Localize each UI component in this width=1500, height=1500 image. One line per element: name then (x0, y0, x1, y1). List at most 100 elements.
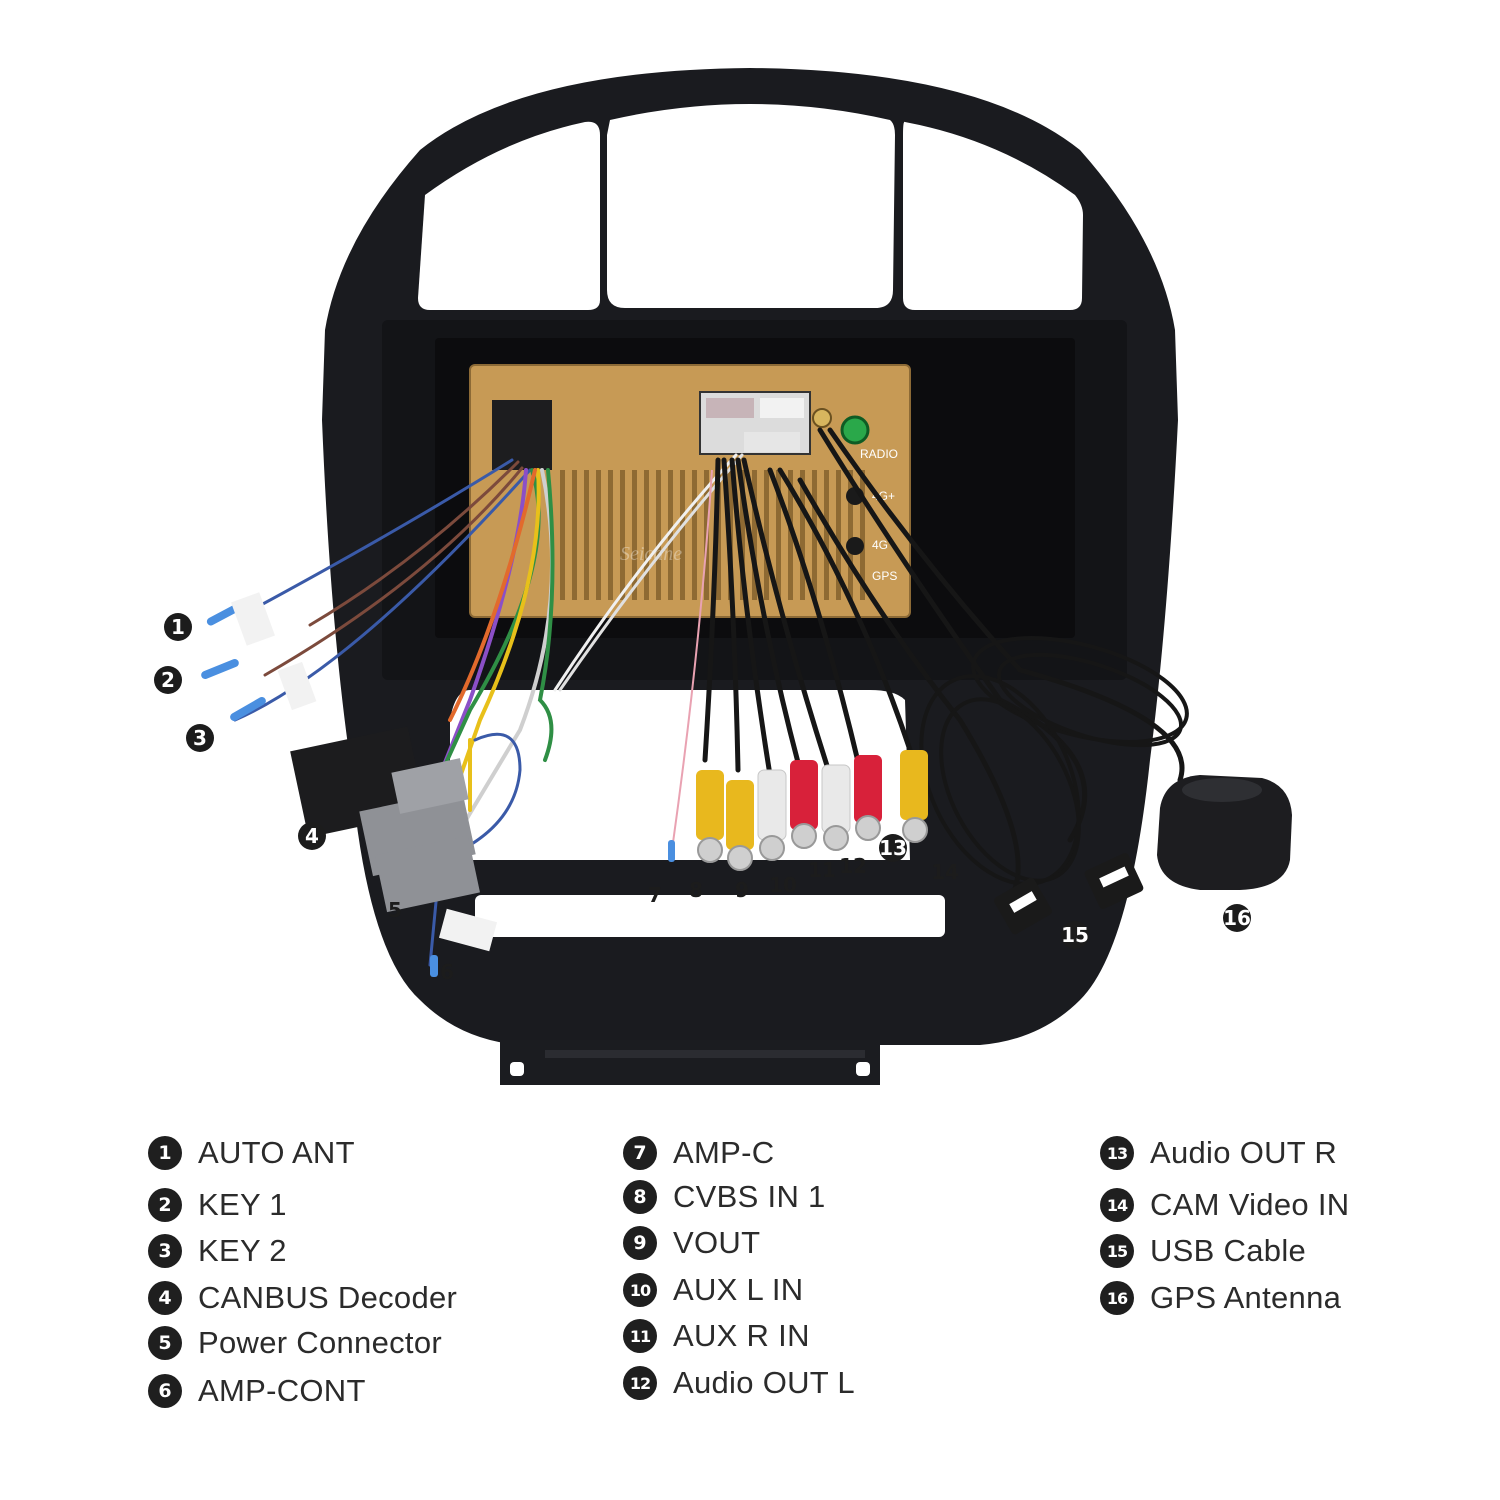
legend-label: Audio OUT R (1150, 1135, 1338, 1170)
callout-badge (1061, 921, 1089, 949)
callout-16: 16 (1223, 904, 1251, 932)
callout-9: 9 (735, 878, 749, 902)
legend-number-badge: 12 (623, 1366, 657, 1400)
callout-3: 3 (186, 724, 214, 752)
legend-label: KEY 2 (198, 1233, 287, 1268)
cooling-fin (632, 470, 637, 600)
gps-antenna-port (812, 408, 832, 428)
cooling-fin (656, 470, 661, 600)
callout-11: 11 (808, 858, 836, 882)
callout-number: 16 (1223, 906, 1251, 930)
legend-item-6: 6 AMP-CONT (148, 1373, 366, 1409)
legend-item-12: 12 Audio OUT L (623, 1365, 855, 1401)
callout-12: 12 (839, 854, 867, 878)
vent-opening-center (607, 104, 895, 308)
legend-number-badge: 15 (1100, 1234, 1134, 1268)
cooling-fin (560, 470, 565, 600)
cooling-fin (860, 470, 865, 600)
callout-number: 9 (735, 878, 749, 902)
legend-item-8: 8 CVBS IN 1 (623, 1179, 826, 1215)
legend-label: CAM Video IN (1150, 1187, 1350, 1222)
legend-number-badge: 3 (148, 1234, 182, 1268)
legend-number-badge: 10 (623, 1273, 657, 1307)
radio-port-label: RADIO (860, 447, 898, 461)
cooling-fin (572, 470, 577, 600)
callout-number: 14 (931, 860, 959, 884)
callout-13: 13 (879, 834, 907, 862)
rca-plugs (696, 750, 928, 871)
legend-number-badge: 11 (623, 1319, 657, 1353)
legend-label: CANBUS Decoder (198, 1280, 458, 1315)
callout-number: 5 (388, 898, 402, 922)
cooling-fin (680, 470, 685, 600)
callout-5: 5 (388, 898, 402, 922)
callout-8: 8 (689, 878, 703, 902)
gps-port-label: GPS (872, 569, 897, 583)
legend-label: VOUT (673, 1225, 761, 1260)
cooling-fin (836, 470, 841, 600)
cooling-fin (764, 470, 769, 600)
cooling-fin (848, 470, 853, 600)
power-harness-socket (492, 400, 552, 470)
legend-label: AMP-C (673, 1135, 775, 1170)
callout-2: 2 (154, 666, 182, 694)
callout-number: 4 (305, 824, 319, 848)
callout-number: 6 (440, 960, 454, 984)
legend-label: CVBS IN 1 (673, 1179, 826, 1214)
legend-label: AUTO ANT (198, 1135, 355, 1170)
cooling-fin (644, 470, 649, 600)
legend-label: AUX R IN (673, 1318, 810, 1353)
callout-number: 15 (1061, 923, 1089, 947)
legend-label: Power Connector (198, 1325, 443, 1360)
legend-number-badge: 8 (623, 1180, 657, 1214)
legend-number-badge: 16 (1100, 1281, 1134, 1315)
legend-item-2: 2 KEY 1 (148, 1187, 287, 1223)
cooling-fin (584, 470, 589, 600)
4g-port-label: 4G (872, 538, 888, 552)
cooling-fin (668, 470, 673, 600)
callout-4: 4 (298, 822, 326, 850)
legend-number-badge: 6 (148, 1374, 182, 1408)
radio-antenna-port (840, 415, 870, 445)
legend-item-14: 14 CAM Video IN (1100, 1187, 1349, 1223)
legend-number-badge: 14 (1100, 1188, 1134, 1222)
callout-badge (298, 822, 326, 850)
callout-number: 3 (193, 726, 207, 750)
gps-antenna-puck (1157, 775, 1292, 890)
callout-6: 6 (440, 960, 454, 984)
cooling-fin (824, 470, 829, 600)
cooling-fin (716, 470, 721, 600)
cooling-fin (788, 470, 793, 600)
coiled-cables (919, 636, 1189, 886)
vent-opening-left (418, 121, 600, 310)
legend-number-badge: 9 (623, 1226, 657, 1260)
callout-badge (164, 613, 192, 641)
pocket-slot (475, 895, 945, 937)
legend-label: AMP-CONT (198, 1373, 366, 1408)
vent-opening-right (903, 121, 1083, 310)
callout-number: 2 (161, 668, 175, 692)
legend-number-badge: 2 (148, 1188, 182, 1222)
callout-1: 1 (164, 613, 192, 641)
cooling-fin (752, 470, 757, 600)
callout-number: 12 (839, 854, 867, 878)
legend-number-badge: 13 (1100, 1136, 1134, 1170)
cooling-fin (740, 470, 745, 600)
cooling-fin (620, 470, 625, 600)
legend-number-badge: 4 (148, 1281, 182, 1315)
callout-number: 10 (769, 873, 797, 897)
callout-14: 14 (931, 860, 959, 884)
callout-10: 10 (769, 873, 797, 897)
legend-item-3: 3 KEY 2 (148, 1233, 287, 1269)
callout-number: 8 (689, 878, 703, 902)
head-unit-diagram: RADIO 4G+ 4G GPS Seicane (154, 68, 1292, 1085)
cooling-fin (692, 470, 697, 600)
callout-number: 1 (171, 615, 185, 639)
legend-label: GPS Antenna (1150, 1280, 1342, 1315)
legend-label: KEY 1 (198, 1187, 287, 1222)
legend-label: Audio OUT L (673, 1365, 855, 1400)
legend-item-9: 9 VOUT (623, 1225, 760, 1261)
